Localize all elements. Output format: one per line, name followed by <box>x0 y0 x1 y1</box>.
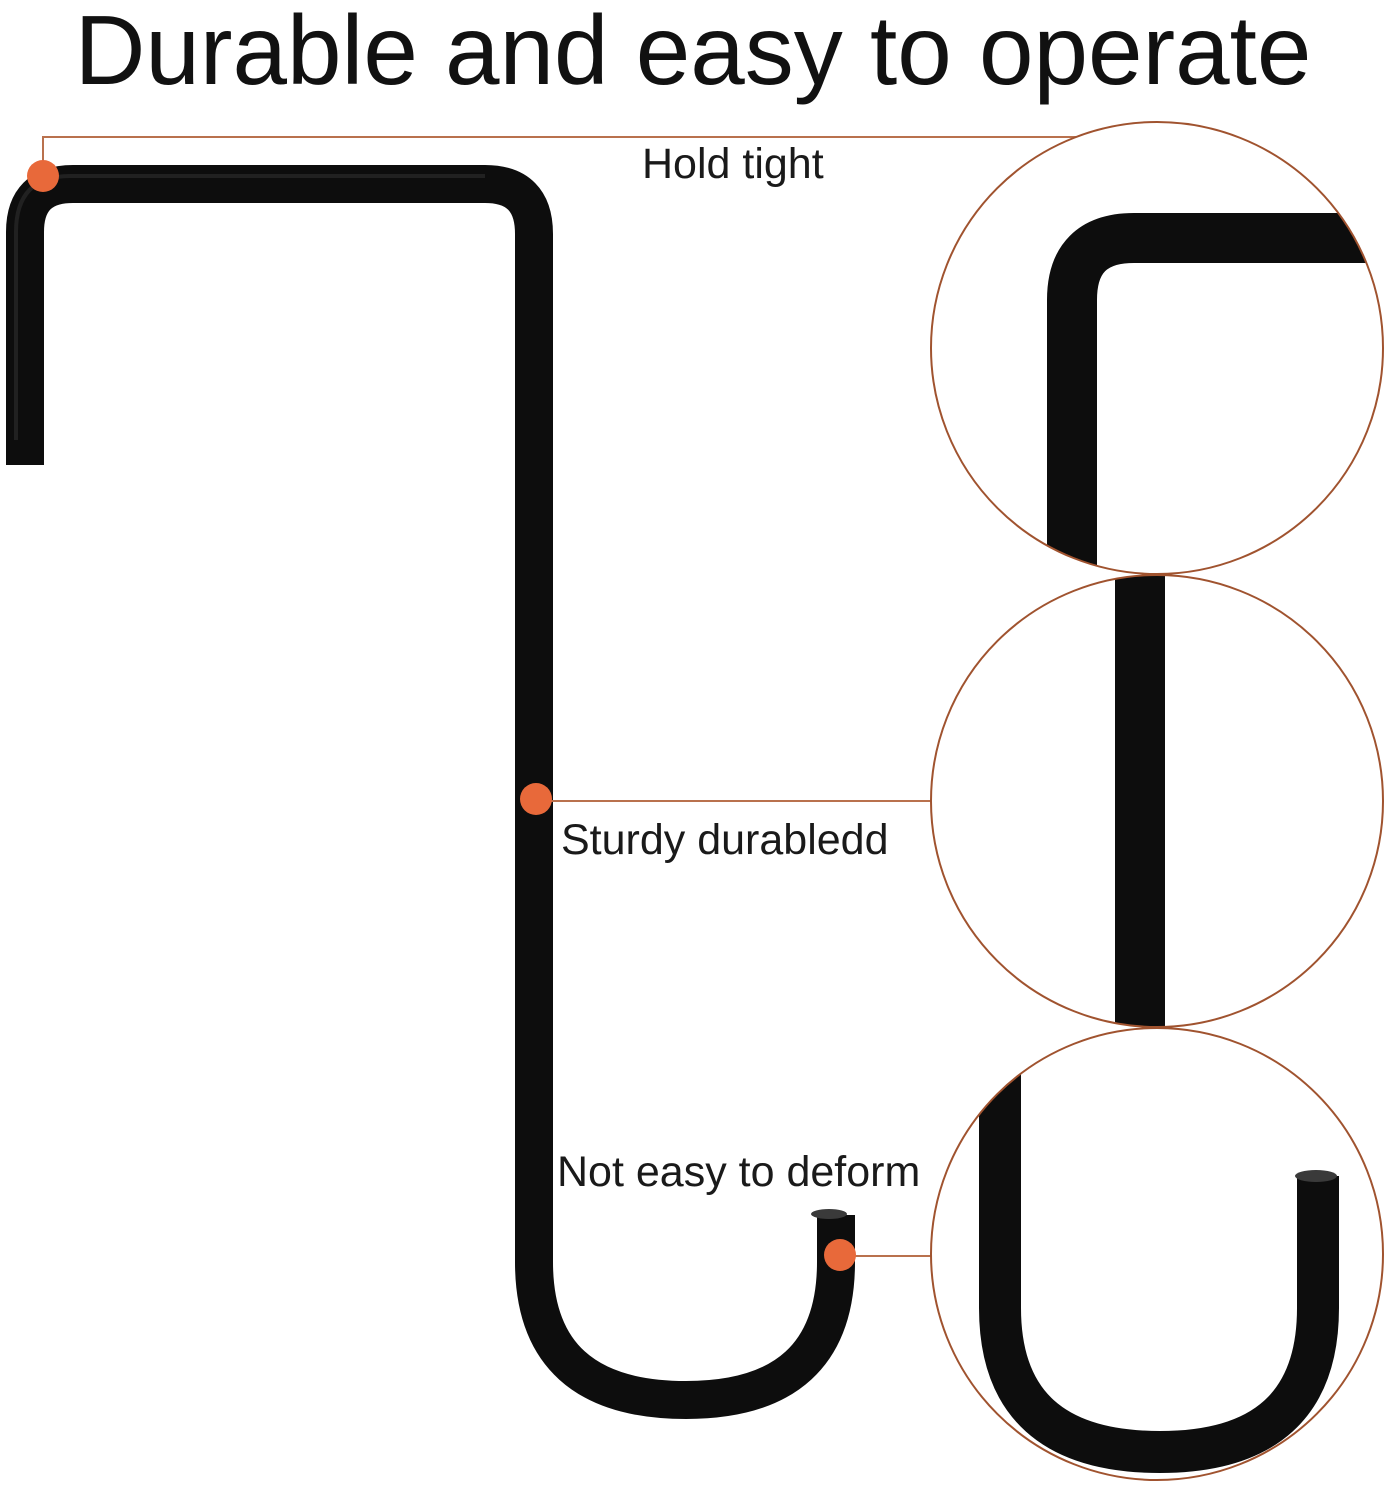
callout-not-easy-to-deform: Not easy to deform <box>557 1148 921 1196</box>
zoom-lens-bottom <box>930 1027 1384 1481</box>
zoom-lens-top <box>930 121 1384 575</box>
main-hook <box>6 165 855 1419</box>
zoom-lens-middle <box>930 574 1384 1028</box>
headline: Durable and easy to operate <box>74 0 1312 105</box>
callout-hold-tight: Hold tight <box>642 140 824 188</box>
marker-hold <box>27 160 59 192</box>
hook-tip-end <box>811 1209 847 1219</box>
main-hook-highlight <box>14 174 485 440</box>
callout-sturdy: Sturdy durabledd <box>561 816 889 864</box>
marker-deform <box>824 1239 856 1271</box>
marker-sturdy <box>520 783 552 815</box>
